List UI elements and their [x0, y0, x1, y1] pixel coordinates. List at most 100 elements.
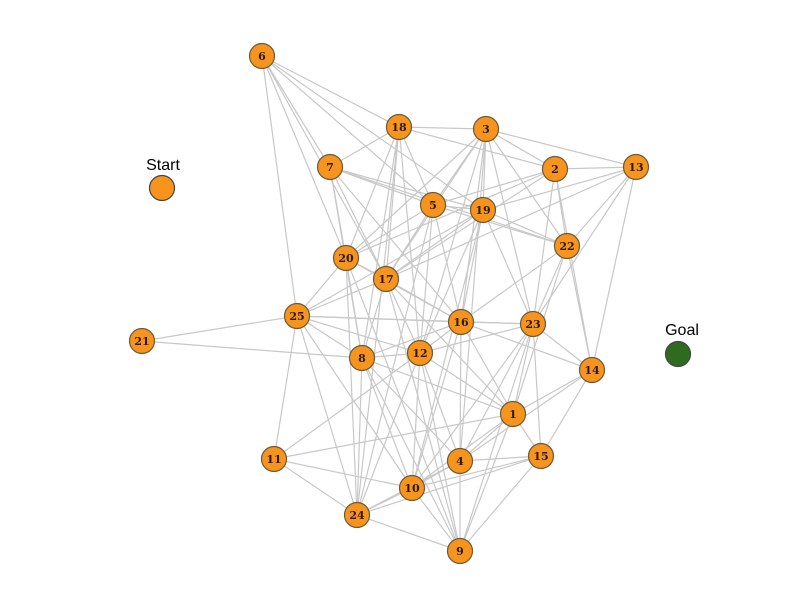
edge-3-16 — [460, 128, 487, 323]
node-22[interactable]: 22 — [553, 232, 581, 260]
node-circle[interactable] — [343, 501, 371, 529]
node-circle[interactable] — [372, 265, 400, 293]
node-3[interactable]: 3 — [472, 115, 500, 143]
edge-13-22 — [566, 166, 637, 247]
edge-18-7 — [329, 126, 400, 168]
node-13[interactable]: 13 — [622, 153, 650, 181]
start-marker[interactable]: Start — [146, 157, 180, 202]
node-8[interactable]: 8 — [348, 344, 376, 372]
node-circle[interactable] — [446, 447, 474, 475]
edge-23-12 — [419, 323, 534, 354]
node-circle[interactable] — [398, 474, 426, 502]
node-16[interactable]: 16 — [447, 308, 475, 336]
node-19[interactable]: 19 — [469, 196, 497, 224]
edge-8-24 — [356, 357, 363, 516]
node-5[interactable]: 5 — [419, 191, 447, 219]
edge-13-14 — [591, 166, 637, 371]
node-14[interactable]: 14 — [578, 356, 606, 384]
node-circle[interactable] — [541, 155, 569, 183]
node-7[interactable]: 7 — [316, 153, 344, 181]
edge-11-10 — [273, 458, 413, 489]
edge-5-17 — [385, 204, 434, 280]
edge-7-17 — [329, 166, 387, 280]
node-24[interactable]: 24 — [343, 501, 371, 529]
node-circle[interactable] — [446, 537, 474, 565]
node-circle[interactable] — [332, 244, 360, 272]
node-circle[interactable] — [527, 442, 555, 470]
edge-25-24 — [296, 315, 358, 516]
node-circle[interactable] — [447, 308, 475, 336]
node-15[interactable]: 15 — [527, 442, 555, 470]
node-18[interactable]: 18 — [385, 113, 413, 141]
node-label: 5 — [429, 199, 437, 212]
node-circle[interactable] — [469, 196, 497, 224]
node-label: 14 — [584, 364, 600, 377]
start-node[interactable] — [148, 174, 176, 202]
edge-10-9 — [411, 487, 461, 552]
node-circle[interactable] — [128, 327, 156, 355]
node-circle[interactable] — [260, 445, 288, 473]
edge-1-11 — [273, 413, 514, 460]
edge-3-2 — [485, 128, 556, 170]
node-circle[interactable] — [472, 115, 500, 143]
node-4[interactable]: 4 — [446, 447, 474, 475]
node-label: 19 — [475, 204, 490, 217]
edge-8-10 — [361, 357, 413, 489]
node-21[interactable]: 21 — [128, 327, 156, 355]
node-circle[interactable] — [283, 302, 311, 330]
edge-18-2 — [398, 126, 556, 170]
node-label: 4 — [456, 455, 464, 468]
edge-22-14 — [566, 245, 593, 371]
node-circle[interactable] — [553, 232, 581, 260]
node-label: 25 — [289, 310, 304, 323]
node-1[interactable]: 1 — [499, 400, 527, 428]
node-23[interactable]: 23 — [519, 310, 547, 338]
edge-2-13 — [554, 166, 637, 170]
node-circle[interactable] — [622, 153, 650, 181]
edge-5-22 — [432, 204, 568, 247]
node-circle[interactable] — [419, 191, 447, 219]
edge-16-10 — [411, 321, 462, 489]
node-circle[interactable] — [348, 344, 376, 372]
node-10[interactable]: 10 — [398, 474, 426, 502]
node-2[interactable]: 2 — [541, 155, 569, 183]
edge-12-1 — [419, 352, 514, 415]
edge-23-9 — [459, 323, 534, 552]
node-17[interactable]: 17 — [372, 265, 400, 293]
node-11[interactable]: 11 — [260, 445, 288, 473]
edge-17-1 — [385, 278, 514, 415]
node-circle[interactable] — [578, 356, 606, 384]
edge-8-1 — [361, 357, 514, 415]
edge-23-15 — [532, 323, 542, 457]
node-circle[interactable] — [406, 339, 434, 367]
node-25[interactable]: 25 — [283, 302, 311, 330]
node-label: 23 — [525, 318, 540, 331]
node-circle[interactable] — [385, 113, 413, 141]
edge-11-24 — [273, 458, 358, 516]
edge-25-21 — [141, 315, 298, 342]
graph-nodes: 1234567891011121314151617181920212223242… — [128, 42, 650, 565]
edge-12-9 — [419, 352, 461, 552]
edge-5-24 — [356, 204, 434, 516]
edge-17-12 — [385, 278, 421, 354]
node-circle[interactable] — [248, 42, 276, 70]
node-circle[interactable] — [499, 400, 527, 428]
goal-node[interactable] — [664, 340, 692, 368]
node-6[interactable]: 6 — [248, 42, 276, 70]
node-20[interactable]: 20 — [332, 244, 360, 272]
edge-14-15 — [540, 369, 593, 457]
node-label: 6 — [258, 50, 266, 63]
edge-22-23 — [532, 245, 568, 325]
goal-marker[interactable]: Goal — [664, 322, 699, 368]
edge-19-23 — [482, 209, 534, 325]
node-circle[interactable] — [519, 310, 547, 338]
edge-25-10 — [296, 315, 413, 489]
edge-2-5 — [432, 168, 556, 206]
edge-23-1 — [512, 323, 534, 415]
edge-25-11 — [273, 315, 298, 460]
edge-2-23 — [532, 168, 556, 325]
node-9[interactable]: 9 — [446, 537, 474, 565]
node-circle[interactable] — [316, 153, 344, 181]
node-12[interactable]: 12 — [406, 339, 434, 367]
edge-12-10 — [411, 352, 421, 489]
